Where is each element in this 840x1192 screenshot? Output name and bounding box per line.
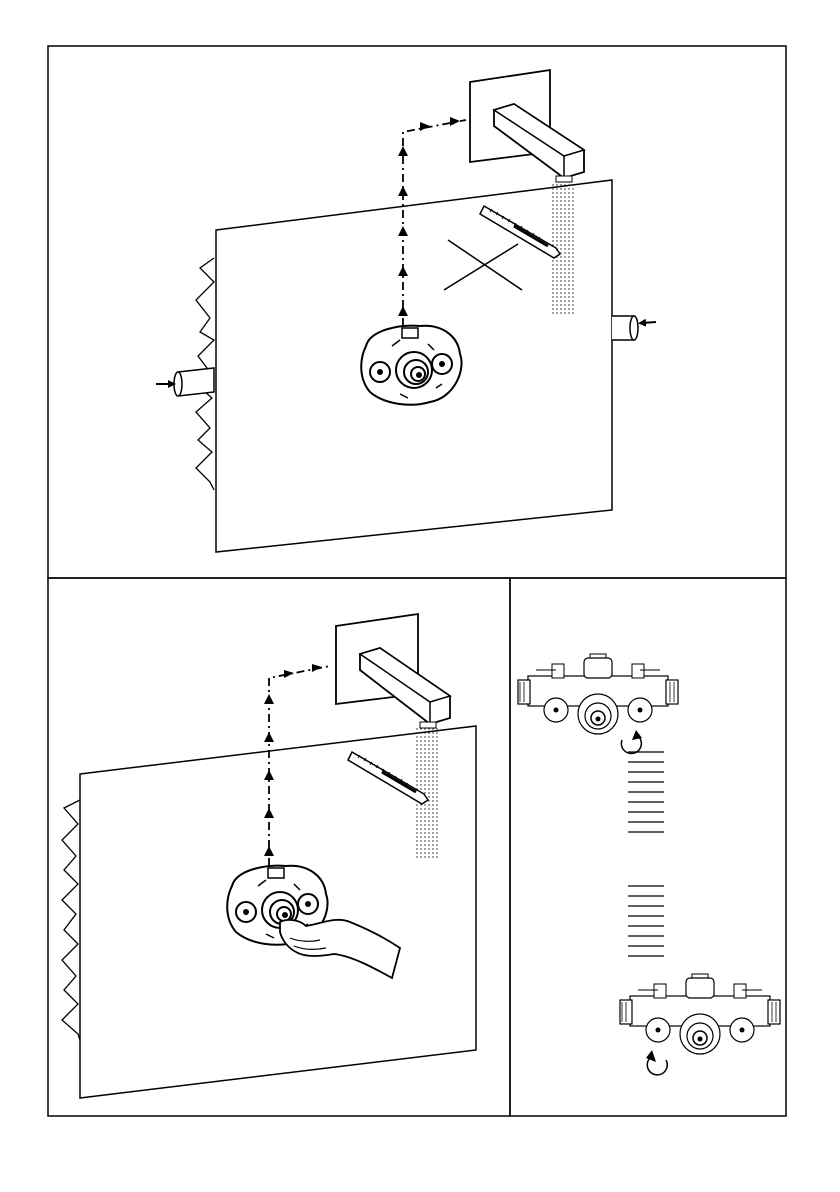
spout-icon	[336, 614, 450, 728]
panel-bottom-right	[518, 654, 780, 1075]
valve-body-icon	[361, 326, 461, 405]
spout-icon	[470, 70, 584, 182]
valve-body-icon	[518, 654, 678, 734]
valve-body-icon	[620, 974, 780, 1054]
rotate-arrow-icon	[646, 1050, 667, 1075]
panel-bottom-left	[62, 614, 476, 1098]
panel-top	[156, 70, 656, 552]
thread-scale-icon	[628, 752, 664, 956]
inlet-pipe-icon	[156, 368, 214, 396]
wall-edge-icon	[62, 800, 80, 1040]
inlet-pipe-icon	[612, 316, 656, 340]
rotate-arrow-icon	[621, 730, 642, 753]
